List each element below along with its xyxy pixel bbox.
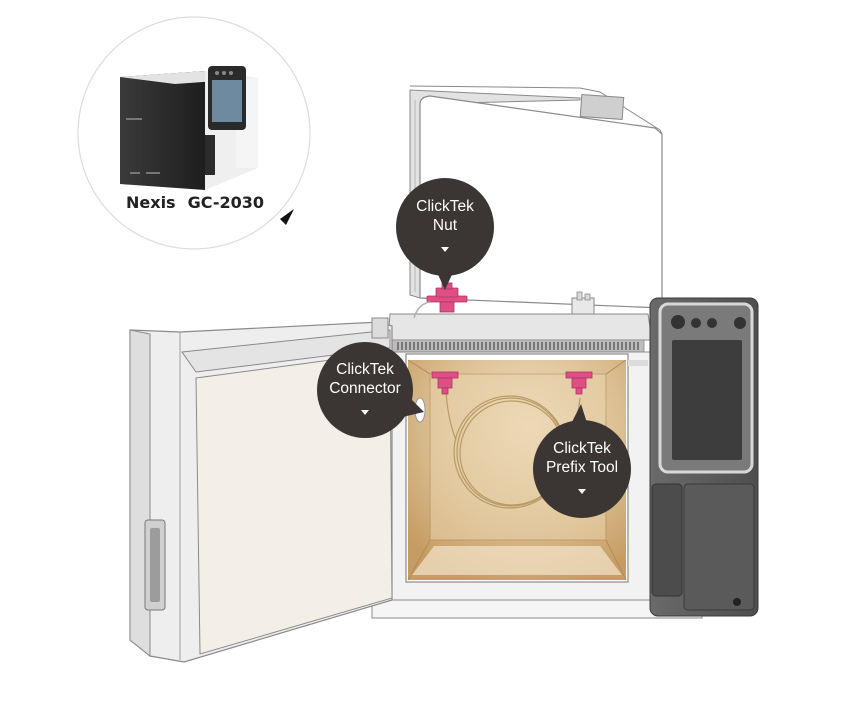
expand-triangle-icon[interactable] xyxy=(280,209,294,225)
callout-label: ClickTek Prefix Tool xyxy=(545,439,619,476)
product-model-label: Nexis GC-2030 xyxy=(100,193,290,212)
callout-label: ClickTek Connector xyxy=(329,360,401,397)
model-number: GC-2030 xyxy=(187,193,264,212)
callout-clicktek-connector[interactable]: ClickTek Connector xyxy=(317,342,413,438)
touch-screen xyxy=(672,340,742,460)
callout-clicktek-prefix-tool[interactable]: ClickTek Prefix Tool xyxy=(533,420,631,518)
caret-down-icon xyxy=(578,488,586,494)
callout-label: ClickTek Nut xyxy=(416,197,474,234)
callout-clicktek-nut[interactable]: ClickTek Nut xyxy=(396,178,494,276)
control-panel xyxy=(649,297,759,617)
clicktek-nut-part xyxy=(413,282,468,319)
model-name: Nexis xyxy=(126,193,176,212)
caret-down-icon xyxy=(441,246,449,252)
product-thumbnail[interactable] xyxy=(77,16,311,250)
caret-down-icon xyxy=(361,409,369,415)
